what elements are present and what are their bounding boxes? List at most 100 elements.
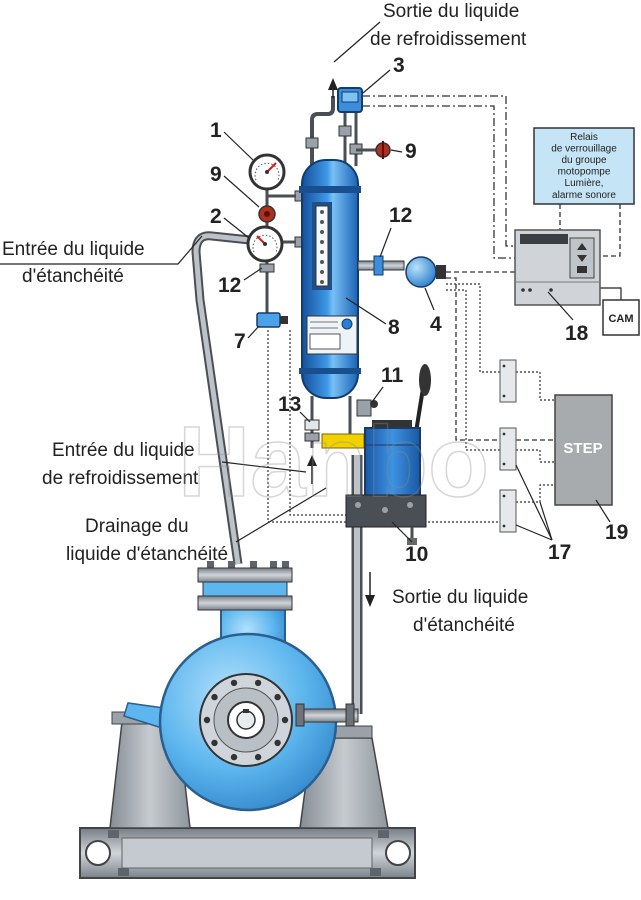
centrifugal-pump xyxy=(123,607,359,812)
level-sensor-side-icon xyxy=(405,256,437,288)
callout-9-right: 9 xyxy=(405,140,417,163)
sensor-connector xyxy=(436,265,446,279)
leader-12-right xyxy=(379,227,392,258)
wire-sensor-to-step xyxy=(446,277,555,441)
terminal xyxy=(502,364,506,368)
flow-labels: Sortie du liquide de refroidissement Ent… xyxy=(2,1,528,636)
callout-1: 1 xyxy=(210,119,222,142)
pump-shaft-key xyxy=(243,709,249,713)
bolt-hole xyxy=(254,679,262,687)
relay-box-frame xyxy=(533,127,635,205)
pump-unit-cap xyxy=(372,420,412,430)
seal-out-label: d'étanchéité xyxy=(413,615,515,636)
level-mark xyxy=(320,210,324,214)
seal-liquid-vessel xyxy=(294,159,361,399)
sight-glass xyxy=(315,205,329,287)
side-connection xyxy=(357,255,446,288)
step-box: STEP xyxy=(554,394,613,506)
wire-filter-to-modules xyxy=(267,330,500,523)
vessel-band xyxy=(299,368,361,374)
outlet-arrow-head xyxy=(328,78,338,90)
pump-cover-bolts xyxy=(203,679,289,761)
callout-10: 10 xyxy=(405,543,428,566)
io-modules xyxy=(499,359,517,533)
relay-line: Lumière, xyxy=(565,178,604,189)
drain-fitting xyxy=(304,419,320,431)
gauge-pivot xyxy=(265,170,269,174)
filter-cap xyxy=(280,316,288,324)
module-terminals xyxy=(502,364,506,528)
vent-valve-right xyxy=(356,141,391,159)
level-mark xyxy=(320,220,324,224)
leader-11 xyxy=(371,386,384,403)
leader-10 xyxy=(391,521,413,543)
terminal xyxy=(502,432,506,436)
leader-1 xyxy=(223,131,254,161)
seal-in-label: d'étanchéité xyxy=(22,266,124,287)
callout-2: 2 xyxy=(210,205,222,228)
left-manifold xyxy=(246,153,296,328)
watermark: Hanbo xyxy=(178,406,489,518)
wire-module-top-to-step xyxy=(516,371,555,401)
wire-sensor-to-module-top xyxy=(446,283,500,373)
callout-3: 3 xyxy=(393,54,405,77)
base-bolt xyxy=(378,830,389,838)
valve-center xyxy=(264,211,270,217)
wire-module-bottom-to-step xyxy=(516,484,555,503)
callout-8: 8 xyxy=(388,316,400,339)
cam-label: CAM xyxy=(608,313,633,325)
wire-module-mid-to-step xyxy=(516,449,555,463)
leader-cooling-out xyxy=(333,21,381,63)
cooling-in-label: de refroidissement xyxy=(42,468,199,489)
leader-17 xyxy=(539,501,553,541)
terminal xyxy=(502,494,506,498)
gauge-pivot xyxy=(263,242,267,246)
manifold-fitting xyxy=(259,263,275,273)
filter-unit xyxy=(256,312,288,328)
base-hole-left xyxy=(85,840,111,866)
bolt-hole xyxy=(230,753,238,761)
relay-line: motopompe xyxy=(558,167,611,178)
callout-13: 13 xyxy=(278,393,301,416)
flange-stud xyxy=(228,561,235,570)
flange-stud xyxy=(282,561,289,570)
bottom-valve-body xyxy=(356,399,372,417)
step-box-frame xyxy=(554,394,613,506)
relay-line: du groupe xyxy=(561,155,606,166)
wire-sensor-to-control-b xyxy=(362,105,516,259)
cam-box-frame xyxy=(602,299,640,336)
leader-17 xyxy=(515,524,553,541)
wire-sensor-to-module-mid xyxy=(446,289,500,451)
level-mark xyxy=(320,270,324,274)
pressure-gauge-top xyxy=(248,153,286,191)
level-mark xyxy=(320,250,324,254)
gauge-needle xyxy=(266,162,277,173)
wire-sensor-to-control-a xyxy=(362,95,516,247)
level-mark xyxy=(320,260,324,264)
pump-lever-handle xyxy=(419,364,431,396)
callout-7: 7 xyxy=(234,330,246,353)
bolt-hole xyxy=(203,716,211,724)
button-icon xyxy=(577,266,587,273)
arrow-up-icon xyxy=(577,243,587,250)
side-fitting xyxy=(373,255,384,276)
callout-12-left: 12 xyxy=(218,274,241,297)
leader-seal-drain xyxy=(235,487,327,543)
wire-relay-to-control-right xyxy=(600,204,621,257)
seal-outlet-arrow xyxy=(365,572,375,607)
level-mark xyxy=(320,280,324,284)
relay-box: Relais de verrouillage du groupe motopom… xyxy=(533,127,635,205)
base-bolt xyxy=(370,868,381,876)
indicator-led xyxy=(549,288,553,292)
terminal xyxy=(502,524,506,528)
bolt-hole xyxy=(254,753,262,761)
terminal xyxy=(502,462,506,466)
leader-18 xyxy=(547,291,574,321)
leader-9-left xyxy=(223,175,260,208)
control-wiring xyxy=(267,95,622,523)
drain-fitting xyxy=(304,432,320,442)
step-label: STEP xyxy=(563,440,602,457)
pump-unit-tank xyxy=(364,427,421,499)
leader-8 xyxy=(345,297,387,325)
